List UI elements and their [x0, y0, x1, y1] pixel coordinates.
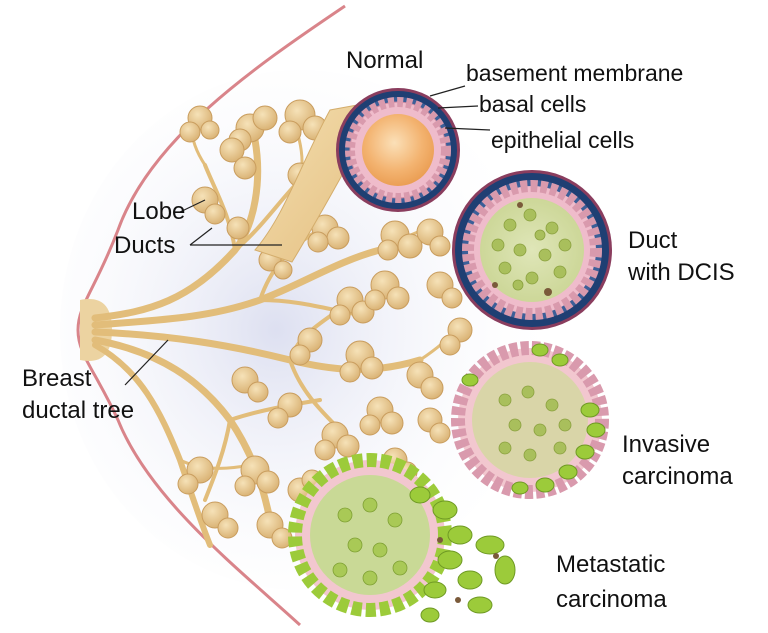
- label-invasive-line2: carcinoma: [622, 463, 733, 490]
- label-duct-with-dcis-line1: Duct: [628, 227, 678, 254]
- leader-basement-membrane: [429, 85, 466, 97]
- dcis-duct-cross-section: [452, 170, 612, 330]
- leader-lobe: [179, 199, 206, 213]
- leader-basal-cells: [437, 105, 479, 109]
- leader-ducts-1: [189, 227, 213, 246]
- label-normal: Normal: [346, 47, 424, 74]
- label-basal-cells: basal cells: [479, 91, 587, 117]
- label-epithelial-cells: epithelial cells: [491, 127, 635, 153]
- normal-duct-cross-section: [336, 88, 460, 212]
- invasive-carcinoma-cross-section: [451, 341, 609, 499]
- metastatic-carcinoma-cross-section: [288, 453, 516, 623]
- label-breast-line2: ductal tree: [22, 397, 135, 424]
- label-lobe: Lobe: [132, 198, 186, 225]
- label-metastatic-line1: Metastatic: [556, 551, 666, 578]
- label-invasive-line1: Invasive: [622, 431, 711, 458]
- label-ducts: Ducts: [114, 232, 176, 259]
- leader-epithelial-cells: [444, 127, 491, 131]
- lobules: [177, 99, 473, 549]
- label-metastatic-line2: carcinoma: [556, 586, 667, 613]
- leader-lines: [124, 85, 491, 386]
- label-basement-membrane: basement membrane: [466, 60, 684, 86]
- label-duct-with-dcis-line2: with DCIS: [628, 259, 735, 286]
- label-breast-line1: Breast: [22, 365, 92, 392]
- leader-breast-ductal-tree: [124, 339, 169, 386]
